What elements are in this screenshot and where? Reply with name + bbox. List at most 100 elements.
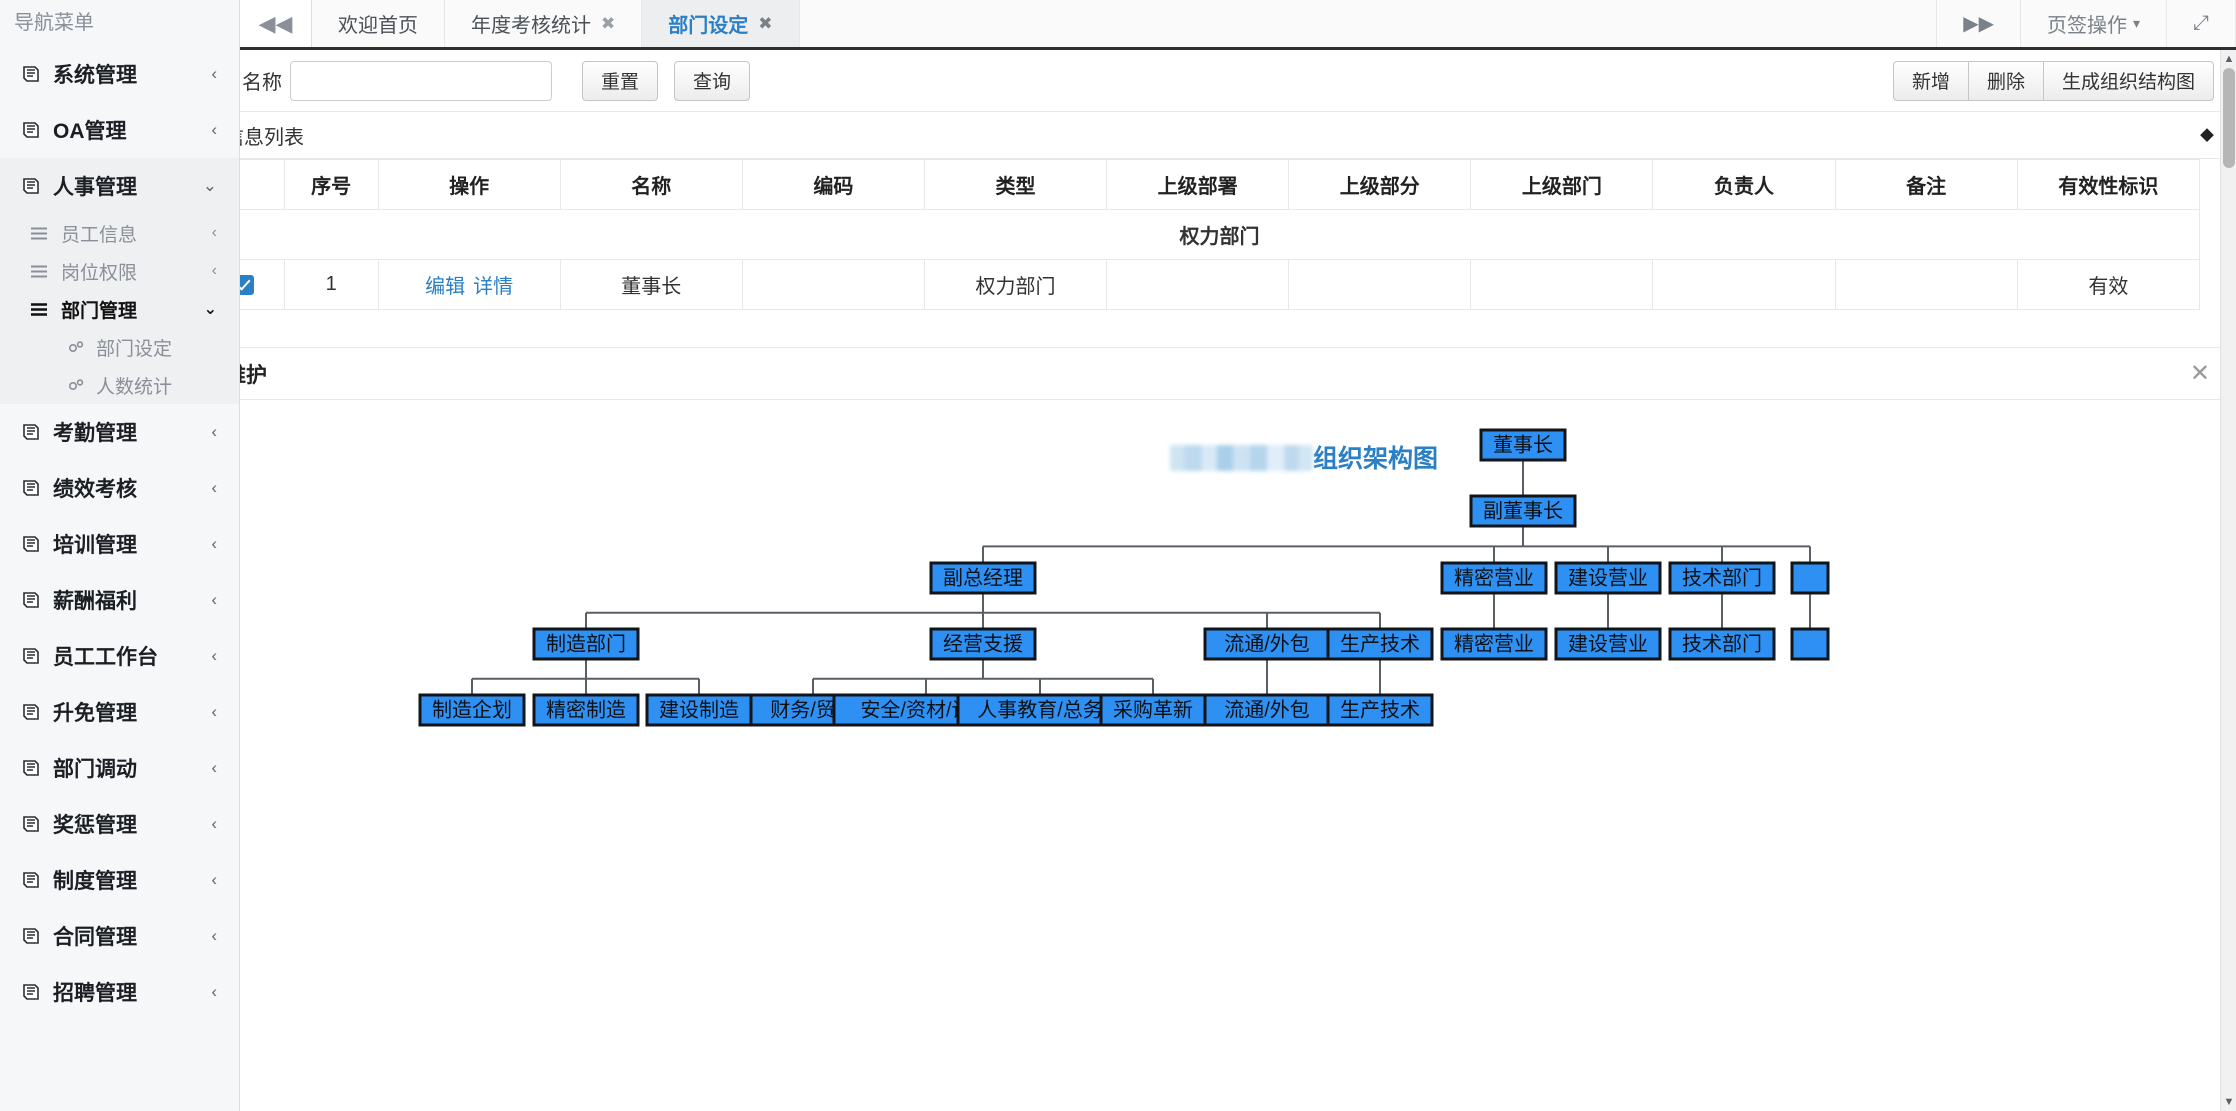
sidebar-item-compensation-benefits[interactable]: 薪酬福利 ‹ <box>0 572 239 628</box>
sidebar-item-attendance-management[interactable]: 考勤管理 ‹ <box>0 404 239 460</box>
org-chart-node-box[interactable] <box>1440 561 1548 595</box>
org-chart-node[interactable]: 生产技术 <box>1326 627 1434 661</box>
org-chart-node[interactable] <box>1790 561 1830 595</box>
org-chart-node-box[interactable] <box>1790 561 1830 595</box>
org-chart-node[interactable]: 精密营业 <box>1440 627 1548 661</box>
sidebar-item-training-management[interactable]: 培训管理 ‹ <box>0 516 239 572</box>
org-chart-node[interactable]: 流通/外包 <box>1203 627 1331 661</box>
org-chart-node[interactable]: 副董事长 <box>1469 494 1577 528</box>
org-chart-node[interactable]: 经营支援 <box>929 627 1037 661</box>
column-header-owner[interactable]: 负责人 <box>1652 159 1836 210</box>
org-chart-node[interactable]: 董事长 <box>1479 428 1567 462</box>
org-chart-node[interactable]: 建设营业 <box>1554 561 1662 595</box>
tab-annual-appraisal-statistics[interactable]: 年度考核统计 ✖ <box>445 0 643 47</box>
column-header-code[interactable]: 编码 <box>741 159 925 210</box>
org-chart-node[interactable]: 技术部门 <box>1668 561 1776 595</box>
detail-link[interactable]: 详情 <box>473 276 514 298</box>
sidebar-item-position-permission[interactable]: 岗位权限 ‹ <box>0 252 239 290</box>
column-header-parent-dept[interactable]: 上级部门 <box>1470 159 1654 210</box>
sidebar-item-recruitment-management[interactable]: 招聘管理 ‹ <box>0 964 239 1020</box>
org-chart-node[interactable]: 采购革新 <box>1099 693 1207 727</box>
generate-org-chart-button[interactable]: 生成组织结构图 <box>2043 60 2214 101</box>
org-chart-node[interactable]: 建设营业 <box>1554 627 1662 661</box>
sidebar-item-policy-management[interactable]: 制度管理 ‹ <box>0 852 239 908</box>
sidebar-item-department-management[interactable]: 部门管理 ⌄ <box>0 290 239 328</box>
scroll-down-arrow-icon[interactable]: ▼ <box>2223 1096 2235 1108</box>
org-chart-node[interactable] <box>1790 627 1830 661</box>
tab-welcome-home[interactable]: 欢迎首页 <box>312 0 445 47</box>
close-icon[interactable]: ✕ <box>2189 359 2210 387</box>
org-chart-node-box[interactable] <box>1203 627 1331 661</box>
org-chart-node-box[interactable] <box>929 627 1037 661</box>
org-chart-node[interactable]: 建设制造 <box>645 693 753 727</box>
collapse-toggle-icon[interactable]: ⬥ <box>2200 123 2214 146</box>
column-header-seq[interactable]: 序号 <box>283 159 379 210</box>
add-button[interactable]: 新增 <box>1892 60 1969 101</box>
row-checkbox[interactable] <box>240 274 255 295</box>
row-checkbox-cell[interactable] <box>240 259 285 310</box>
org-chart-node-box[interactable] <box>1440 627 1548 661</box>
org-chart-node-box[interactable] <box>1668 561 1776 595</box>
org-chart-node[interactable]: 制造企划 <box>418 693 526 727</box>
org-chart-node-box[interactable] <box>418 693 526 727</box>
org-chart-node-box[interactable] <box>645 693 753 727</box>
org-chart-node-box[interactable] <box>532 627 640 661</box>
fullscreen-button[interactable]: ⤢ <box>2167 0 2236 47</box>
search-input[interactable] <box>290 60 552 101</box>
delete-button[interactable]: 删除 <box>1968 60 2044 101</box>
org-chart-node[interactable]: 精密营业 <box>1440 561 1548 595</box>
sidebar-item-oa-management[interactable]: OA管理 ‹ <box>0 102 239 158</box>
column-header-actions[interactable]: 操作 <box>377 159 561 210</box>
org-chart-node-box[interactable] <box>929 561 1037 595</box>
sidebar-item-contract-management[interactable]: 合同管理 ‹ <box>0 908 239 964</box>
query-button[interactable]: 查询 <box>674 60 751 101</box>
tab-close-icon[interactable]: ✖ <box>601 13 616 33</box>
org-chart-node[interactable]: 流通/外包 <box>1203 693 1331 727</box>
org-chart-node-box[interactable] <box>1668 627 1776 661</box>
column-header-remark[interactable]: 备注 <box>1834 159 2018 210</box>
org-chart-node[interactable]: 制造部门 <box>532 627 640 661</box>
org-chart-node-box[interactable] <box>1203 693 1331 727</box>
vertical-scrollbar[interactable]: ▲ ▼ <box>2220 50 2236 1111</box>
org-chart-node-box[interactable] <box>1790 627 1830 661</box>
page-action-dropdown[interactable]: 页签操作 ▾ <box>2020 0 2167 47</box>
scroll-up-arrow-icon[interactable]: ▲ <box>2223 53 2235 65</box>
org-chart-node[interactable]: 精密制造 <box>532 693 640 727</box>
sidebar-item-hr-management[interactable]: 人事管理 ⌄ <box>0 158 239 214</box>
sidebar-item-department-transfer[interactable]: 部门调动 ‹ <box>0 740 239 796</box>
table-row[interactable]: 1 编辑详情 董事长 权力部门 有效 <box>240 259 2201 310</box>
edit-link[interactable]: 编辑 <box>425 276 466 298</box>
tab-department-setting[interactable]: 部门设定 ✖ <box>642 0 800 47</box>
org-chart-node-box[interactable] <box>1326 693 1434 727</box>
sidebar-item-employee-workbench[interactable]: 员工工作台 ‹ <box>0 628 239 684</box>
sidebar-item-reward-punishment[interactable]: 奖惩管理 ‹ <box>0 796 239 852</box>
org-chart-node-box[interactable] <box>1326 627 1434 661</box>
sidebar-item-department-setting[interactable]: 部门设定 <box>0 328 239 366</box>
org-chart-node-box[interactable] <box>956 693 1124 727</box>
column-header-parent-deploy[interactable]: 上级部署 <box>1106 159 1290 210</box>
tabs-scroll-left-button[interactable]: ◀◀ <box>240 0 312 47</box>
org-chart-node-box[interactable] <box>532 693 640 727</box>
column-header-select[interactable] <box>240 159 285 210</box>
org-chart-node-box[interactable] <box>1554 561 1662 595</box>
org-chart-node-box[interactable] <box>1479 428 1567 462</box>
org-chart-node-box[interactable] <box>1554 627 1662 661</box>
org-chart-node[interactable]: 副总经理 <box>929 561 1037 595</box>
sidebar-item-performance-appraisal[interactable]: 绩效考核 ‹ <box>0 460 239 516</box>
sidebar-item-promotion-management[interactable]: 升免管理 ‹ <box>0 684 239 740</box>
column-header-type[interactable]: 类型 <box>923 159 1108 210</box>
tab-close-icon[interactable]: ✖ <box>758 13 773 33</box>
column-header-name[interactable]: 名称 <box>559 159 743 210</box>
scrollbar-thumb[interactable] <box>2223 68 2235 168</box>
org-chart-node[interactable]: 技术部门 <box>1668 627 1776 661</box>
column-header-parent-part[interactable]: 上级部分 <box>1288 159 1472 210</box>
tabs-scroll-right-button[interactable]: ▶▶ <box>1937 0 2021 47</box>
reset-button[interactable]: 重置 <box>582 60 659 101</box>
org-chart-node-box[interactable] <box>1469 494 1577 528</box>
column-header-valid-flag[interactable]: 有效性标识 <box>2016 159 2201 210</box>
sidebar-item-system-management[interactable]: 系统管理 ‹ <box>0 46 239 102</box>
sidebar-item-employee-info[interactable]: 员工信息 ‹ <box>0 214 239 252</box>
org-chart-node-box[interactable] <box>1099 693 1207 727</box>
org-chart-node[interactable]: 人事教育/总务 <box>956 693 1124 727</box>
sidebar-item-headcount-statistics[interactable]: 人数统计 <box>0 366 239 404</box>
